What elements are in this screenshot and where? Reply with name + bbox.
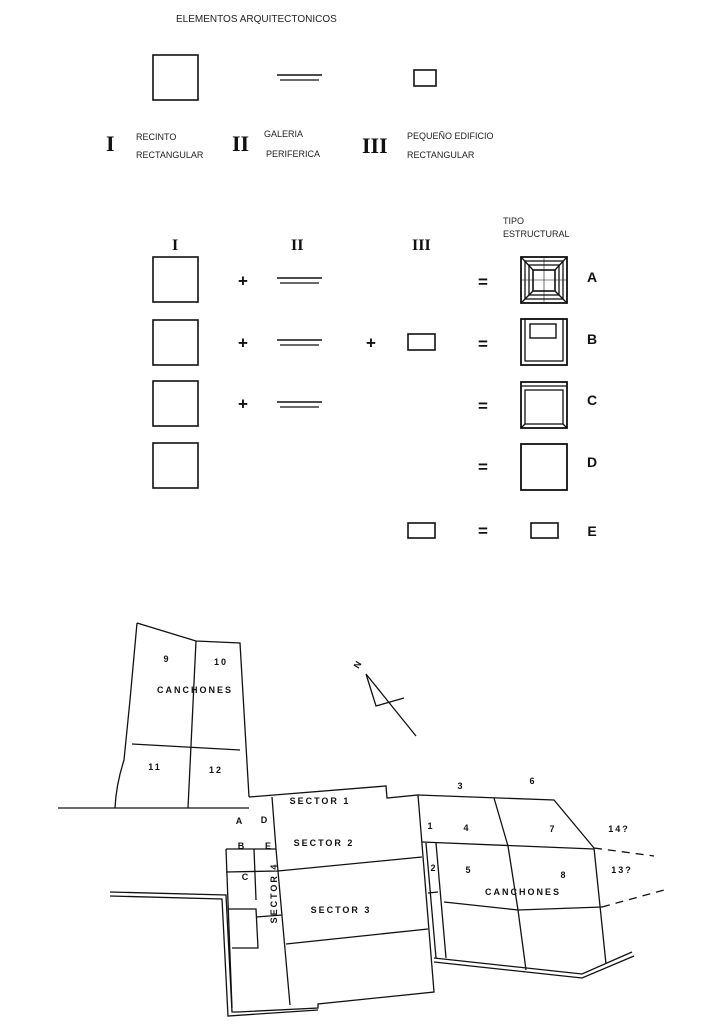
- cancha-4: 4: [463, 823, 471, 833]
- room-b: B: [237, 841, 245, 851]
- sector-1-label: SECTOR 1: [289, 796, 351, 806]
- type-c-icon: [520, 381, 568, 429]
- label-recinto-2: RECTANGULAR: [136, 150, 204, 160]
- canchones-north-label: CANCHONES: [156, 685, 234, 695]
- legend-title: ELEMENTOS ARQUITECTONICOS: [176, 14, 337, 25]
- type-e-label: E: [587, 523, 597, 539]
- type-d-icon: [520, 443, 568, 491]
- plus-sign: +: [238, 394, 248, 414]
- header-iii: III: [412, 237, 431, 254]
- cancha-14: 14?: [608, 824, 630, 834]
- plus-sign: +: [366, 333, 376, 353]
- label-galeria-1: GALERIA: [264, 129, 304, 139]
- room-e: E: [264, 841, 272, 851]
- room-1: 1: [427, 821, 435, 831]
- plus-sign: +: [238, 333, 248, 353]
- cancha-11: 11: [148, 762, 162, 772]
- room-a: A: [235, 816, 243, 826]
- cancha-3: 3: [457, 781, 465, 791]
- cancha-8: 8: [560, 870, 568, 880]
- canchones-east-label: CANCHONES: [484, 887, 562, 897]
- plus-sign: +: [238, 271, 248, 291]
- room-c: C: [241, 872, 249, 882]
- equals-sign: =: [478, 272, 488, 292]
- type-b-icon: [520, 318, 568, 366]
- cancha-9: 9: [163, 654, 171, 664]
- equals-sign: =: [478, 457, 488, 477]
- galeria-shapes: [277, 277, 322, 408]
- header-ii: II: [291, 237, 304, 254]
- recinto-shapes: [152, 256, 199, 489]
- type-c-label: C: [586, 392, 598, 408]
- equals-sign: =: [478, 521, 488, 541]
- type-d-label: D: [586, 454, 598, 470]
- numeral-i: I: [106, 131, 115, 156]
- type-a-label: A: [586, 269, 598, 285]
- type-e-icon: [530, 522, 559, 539]
- type-a-icon: [520, 256, 568, 304]
- sector-2-label: SECTOR 2: [293, 838, 355, 848]
- cancha-7: 7: [549, 824, 557, 834]
- cancha-10: 10: [213, 657, 229, 667]
- cancha-5: 5: [465, 865, 473, 875]
- label-edificio-2: RECTANGULAR: [407, 150, 475, 160]
- legend-recinto-shape: [152, 54, 199, 101]
- edificio-shapes: [407, 333, 436, 539]
- type-b-label: B: [586, 331, 598, 347]
- north-arrow-icon: [365, 673, 417, 737]
- type-header-2: ESTRUCTURAL: [503, 229, 570, 239]
- cancha-13: 13?: [611, 865, 633, 875]
- legend-galeria-shape: [277, 74, 322, 81]
- numeral-iii: III: [362, 133, 388, 158]
- type-header-1: TIPO: [503, 216, 525, 226]
- numeral-ii: II: [232, 131, 250, 156]
- sector-3-label: SECTOR 3: [310, 905, 372, 915]
- label-galeria-2: PERIFERICA: [266, 149, 321, 159]
- label-recinto-1: RECINTO: [136, 132, 177, 142]
- equals-sign: =: [478, 396, 488, 416]
- site-plan: [58, 622, 665, 1017]
- sector-4-label: SECTOR 4: [269, 862, 279, 924]
- legend-edificio-shape: [413, 69, 437, 87]
- cancha-12: 12: [208, 765, 224, 775]
- room-d: D: [260, 815, 268, 825]
- label-edificio-1: PEQUEÑO EDIFICIO: [407, 131, 494, 141]
- room-2: 2: [430, 863, 438, 873]
- header-i: I: [172, 237, 179, 254]
- equals-sign: =: [478, 334, 488, 354]
- cancha-6: 6: [529, 776, 537, 786]
